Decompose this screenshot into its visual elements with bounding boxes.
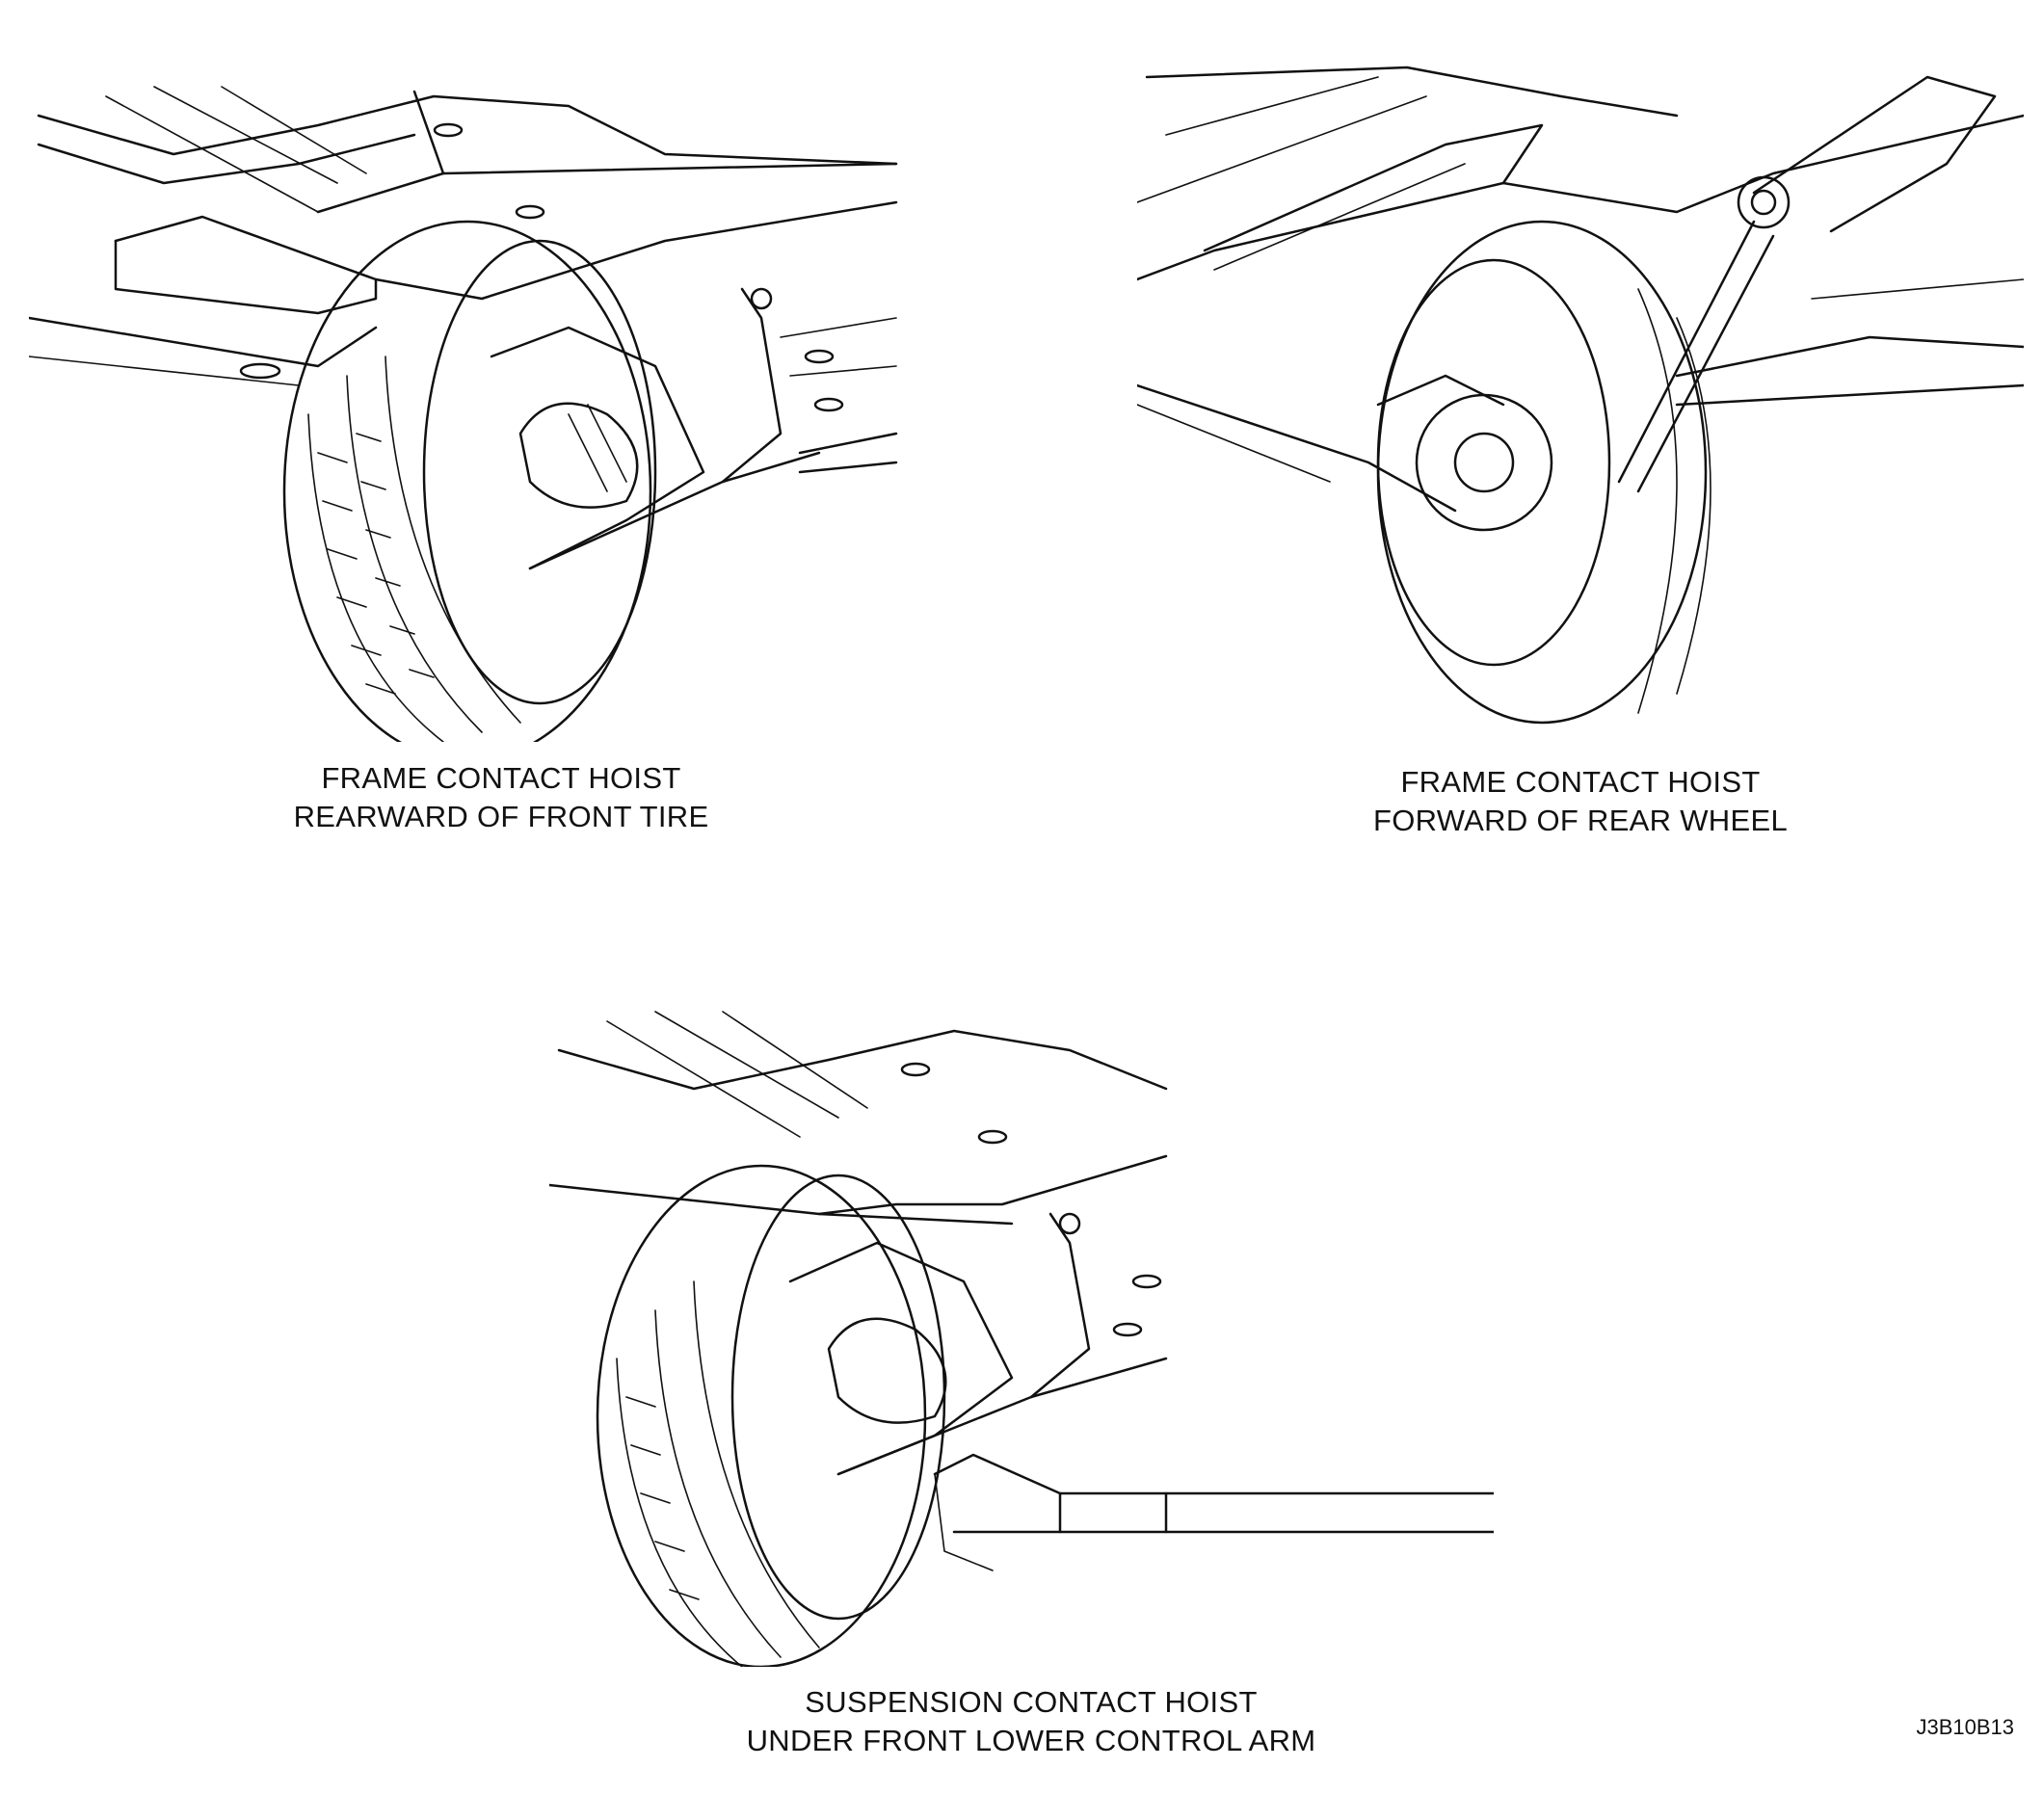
- caption-line: SUSPENSION CONTACT HOIST: [805, 1685, 1258, 1719]
- caption-rear-frame-hoist: FRAME CONTACT HOIST FORWARD OF REAR WHEE…: [1291, 763, 1870, 840]
- figure-code: J3B10B13: [1916, 1715, 2014, 1739]
- illustration-front-frame-hoist: [29, 67, 915, 742]
- caption-line: UNDER FRONT LOWER CONTROL ARM: [746, 1724, 1316, 1757]
- illustration-front-suspension-hoist: [549, 992, 1494, 1667]
- caption-front-frame-hoist: FRAME CONTACT HOIST REARWARD OF FRONT TI…: [212, 759, 790, 836]
- caption-line: FRAME CONTACT HOIST: [1400, 765, 1761, 799]
- caption-line: FRAME CONTACT HOIST: [321, 761, 681, 795]
- caption-line: FORWARD OF REAR WHEEL: [1373, 804, 1788, 837]
- illustration-rear-frame-hoist: [1137, 58, 2024, 732]
- caption-line: REARWARD OF FRONT TIRE: [293, 800, 709, 833]
- caption-front-suspension-hoist: SUSPENSION CONTACT HOIST UNDER FRONT LOW…: [694, 1683, 1368, 1760]
